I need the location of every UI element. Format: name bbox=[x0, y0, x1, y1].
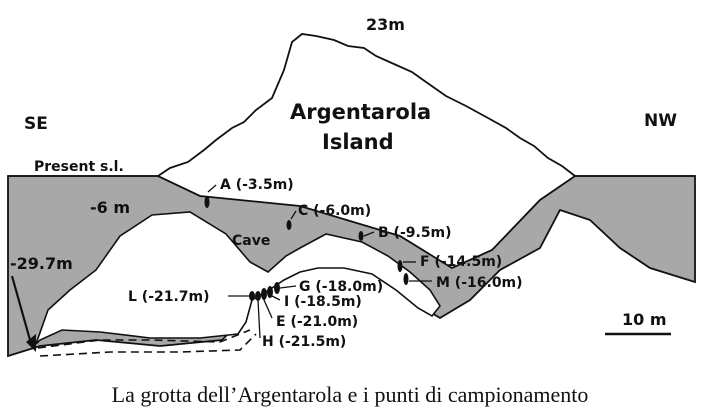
sample-marker-b bbox=[358, 231, 364, 241]
sea-level-label: Present s.l. bbox=[34, 159, 124, 175]
sample-marker-g bbox=[274, 282, 280, 294]
island-label-line1: Argentarola bbox=[290, 100, 431, 124]
sample-markers bbox=[204, 196, 409, 301]
leader-lines bbox=[207, 184, 432, 339]
depth-arrow-head bbox=[26, 334, 36, 352]
direction-nw: NW bbox=[644, 111, 677, 131]
scale-bar-label: 10 m bbox=[622, 310, 667, 329]
sample-label-i: I (-18.5m) bbox=[284, 294, 362, 310]
leader-e bbox=[263, 299, 273, 319]
outer-depth-label: -29.7m bbox=[10, 254, 73, 273]
sample-label-a: A (-3.5m) bbox=[220, 177, 294, 193]
island-label-line2: Island bbox=[322, 130, 394, 154]
sample-marker-a bbox=[204, 196, 210, 208]
sample-marker-e bbox=[261, 288, 267, 300]
sample-marker-f bbox=[397, 260, 403, 272]
leader-a bbox=[207, 184, 217, 193]
sample-label-f: F (-14.5m) bbox=[420, 254, 502, 270]
cave-label: Cave bbox=[232, 233, 270, 249]
direction-se: SE bbox=[24, 114, 48, 134]
sample-label-h: H (-21.5m) bbox=[262, 334, 346, 350]
leader-i bbox=[271, 295, 281, 301]
cave-floor-dashed bbox=[37, 329, 251, 349]
cave-interior bbox=[35, 211, 441, 345]
sample-label-m: M (-16.0m) bbox=[436, 275, 523, 291]
leader-c bbox=[290, 210, 297, 220]
sample-marker-l bbox=[249, 291, 255, 301]
sample-label-c: C (-6.0m) bbox=[298, 203, 371, 219]
depth-arrow-shaft bbox=[10, 275, 32, 341]
summit-label: 23m bbox=[366, 15, 405, 34]
leader-g bbox=[279, 285, 297, 289]
sample-marker-i bbox=[267, 286, 273, 298]
sample-marker-h bbox=[255, 291, 261, 301]
entrance-depth-label: -6 m bbox=[90, 198, 130, 217]
island-outline bbox=[157, 33, 576, 177]
leader-h bbox=[257, 299, 261, 339]
cave-floor-dashed-2 bbox=[39, 333, 257, 357]
sample-marker-c bbox=[286, 220, 292, 230]
sample-label-l: L (-21.7m) bbox=[128, 289, 210, 305]
sample-label-g: G (-18.0m) bbox=[299, 279, 383, 295]
sample-label-e: E (-21.0m) bbox=[276, 314, 358, 330]
sample-label-b: B (-9.5m) bbox=[378, 225, 452, 241]
sample-marker-m bbox=[403, 273, 409, 285]
leader-b bbox=[363, 231, 375, 237]
figure-caption: La grotta dell’Argentarola e i punti di … bbox=[112, 382, 589, 407]
